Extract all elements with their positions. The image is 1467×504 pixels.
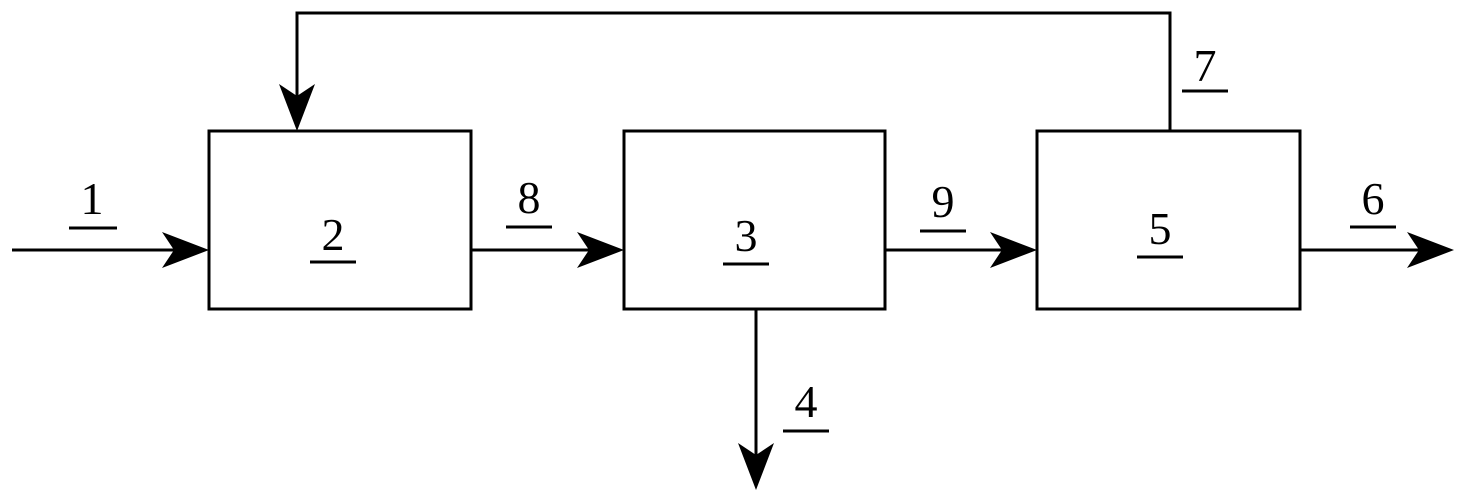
block-3-label: 3 [735, 210, 758, 261]
stream-7-arrowhead [279, 84, 315, 131]
block-5: 5 [1035, 129, 1302, 311]
stream-6: 6 [1300, 173, 1454, 268]
stream-7-line [295, 11, 1172, 131]
stream-9-label: 9 [932, 176, 955, 227]
stream-8-label: 8 [518, 172, 541, 223]
stream-1-arrowhead [162, 232, 209, 268]
stream-4: 4 [738, 309, 829, 490]
stream-8: 8 [471, 172, 624, 268]
stream-1-label: 1 [81, 173, 104, 224]
stream-7-recycle: 7 [279, 11, 1228, 131]
block-2: 2 [207, 129, 473, 311]
block-5-box [1035, 129, 1302, 311]
stream-4-arrowhead [738, 443, 774, 490]
stream-8-arrowhead [577, 232, 624, 268]
block-3: 3 [622, 129, 887, 311]
stream-7-label: 7 [1194, 40, 1217, 91]
block-2-box [207, 129, 473, 311]
block-2-label: 2 [322, 209, 345, 260]
block-3-box [622, 129, 887, 311]
stream-9: 9 [885, 176, 1037, 268]
stream-6-arrowhead [1407, 232, 1454, 268]
block-5-label: 5 [1149, 203, 1172, 254]
stream-4-label: 4 [795, 376, 818, 427]
stream-6-label: 6 [1362, 173, 1385, 224]
stream-9-arrowhead [990, 232, 1037, 268]
stream-1: 1 [12, 173, 209, 268]
